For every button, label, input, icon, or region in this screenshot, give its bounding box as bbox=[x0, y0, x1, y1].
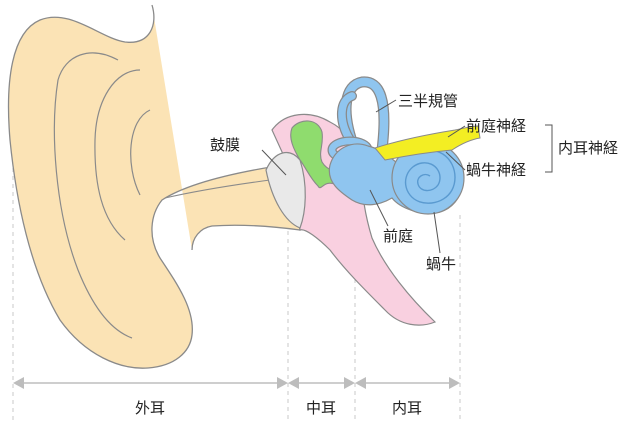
vestibulocochlear-nerve-shape bbox=[374, 125, 481, 161]
region-arrows bbox=[13, 377, 460, 389]
arrow-inner-right-head bbox=[449, 377, 460, 389]
ear-canal-upper bbox=[164, 179, 271, 199]
leader-semicircular bbox=[375, 99, 397, 113]
leader-cochlea bbox=[433, 211, 441, 254]
arrow-middle-right-head bbox=[344, 377, 355, 389]
arrow-middle-left-head bbox=[288, 377, 299, 389]
leader-cochlear-nerve bbox=[445, 151, 466, 171]
arrow-outer-right-head bbox=[277, 377, 288, 389]
leader-lines bbox=[261, 99, 553, 254]
inner-ear bbox=[327, 76, 465, 215]
leader-vestibule bbox=[369, 189, 389, 227]
label-cochlear-nerve: 蝸牛神経 bbox=[466, 161, 526, 179]
auricle-shape bbox=[7, 4, 301, 369]
outer-ear bbox=[7, 4, 301, 369]
label-middle-ear: 中耳 bbox=[306, 399, 336, 417]
arrow-inner-left-head bbox=[355, 377, 366, 389]
label-inner-ear: 内耳 bbox=[392, 399, 422, 417]
semicircular-canal-back-fill bbox=[338, 92, 356, 144]
eardrum-shape bbox=[265, 152, 306, 229]
auricle-fold-inner bbox=[94, 69, 141, 241]
label-cochlea: 蝸牛 bbox=[426, 255, 456, 273]
arrow-outer-left-head bbox=[13, 377, 24, 389]
label-vestibule: 前庭 bbox=[383, 227, 413, 245]
auricle-concha bbox=[130, 109, 151, 196]
label-semicircular-canals: 三半規管 bbox=[398, 92, 458, 110]
auricle-fold-outer bbox=[53, 52, 133, 339]
label-tympanic-membrane: 鼓膜 bbox=[210, 136, 240, 154]
leader-vestibular-nerve bbox=[447, 125, 466, 138]
label-vestibulocochlear-nerve: 内耳神経 bbox=[558, 139, 618, 157]
leader-eardrum bbox=[261, 149, 287, 176]
cochlea-spiral bbox=[404, 149, 456, 204]
label-outer-ear: 外耳 bbox=[135, 399, 165, 417]
label-vestibular-nerve: 前庭神経 bbox=[466, 117, 526, 135]
nerve-bracket bbox=[545, 124, 553, 173]
